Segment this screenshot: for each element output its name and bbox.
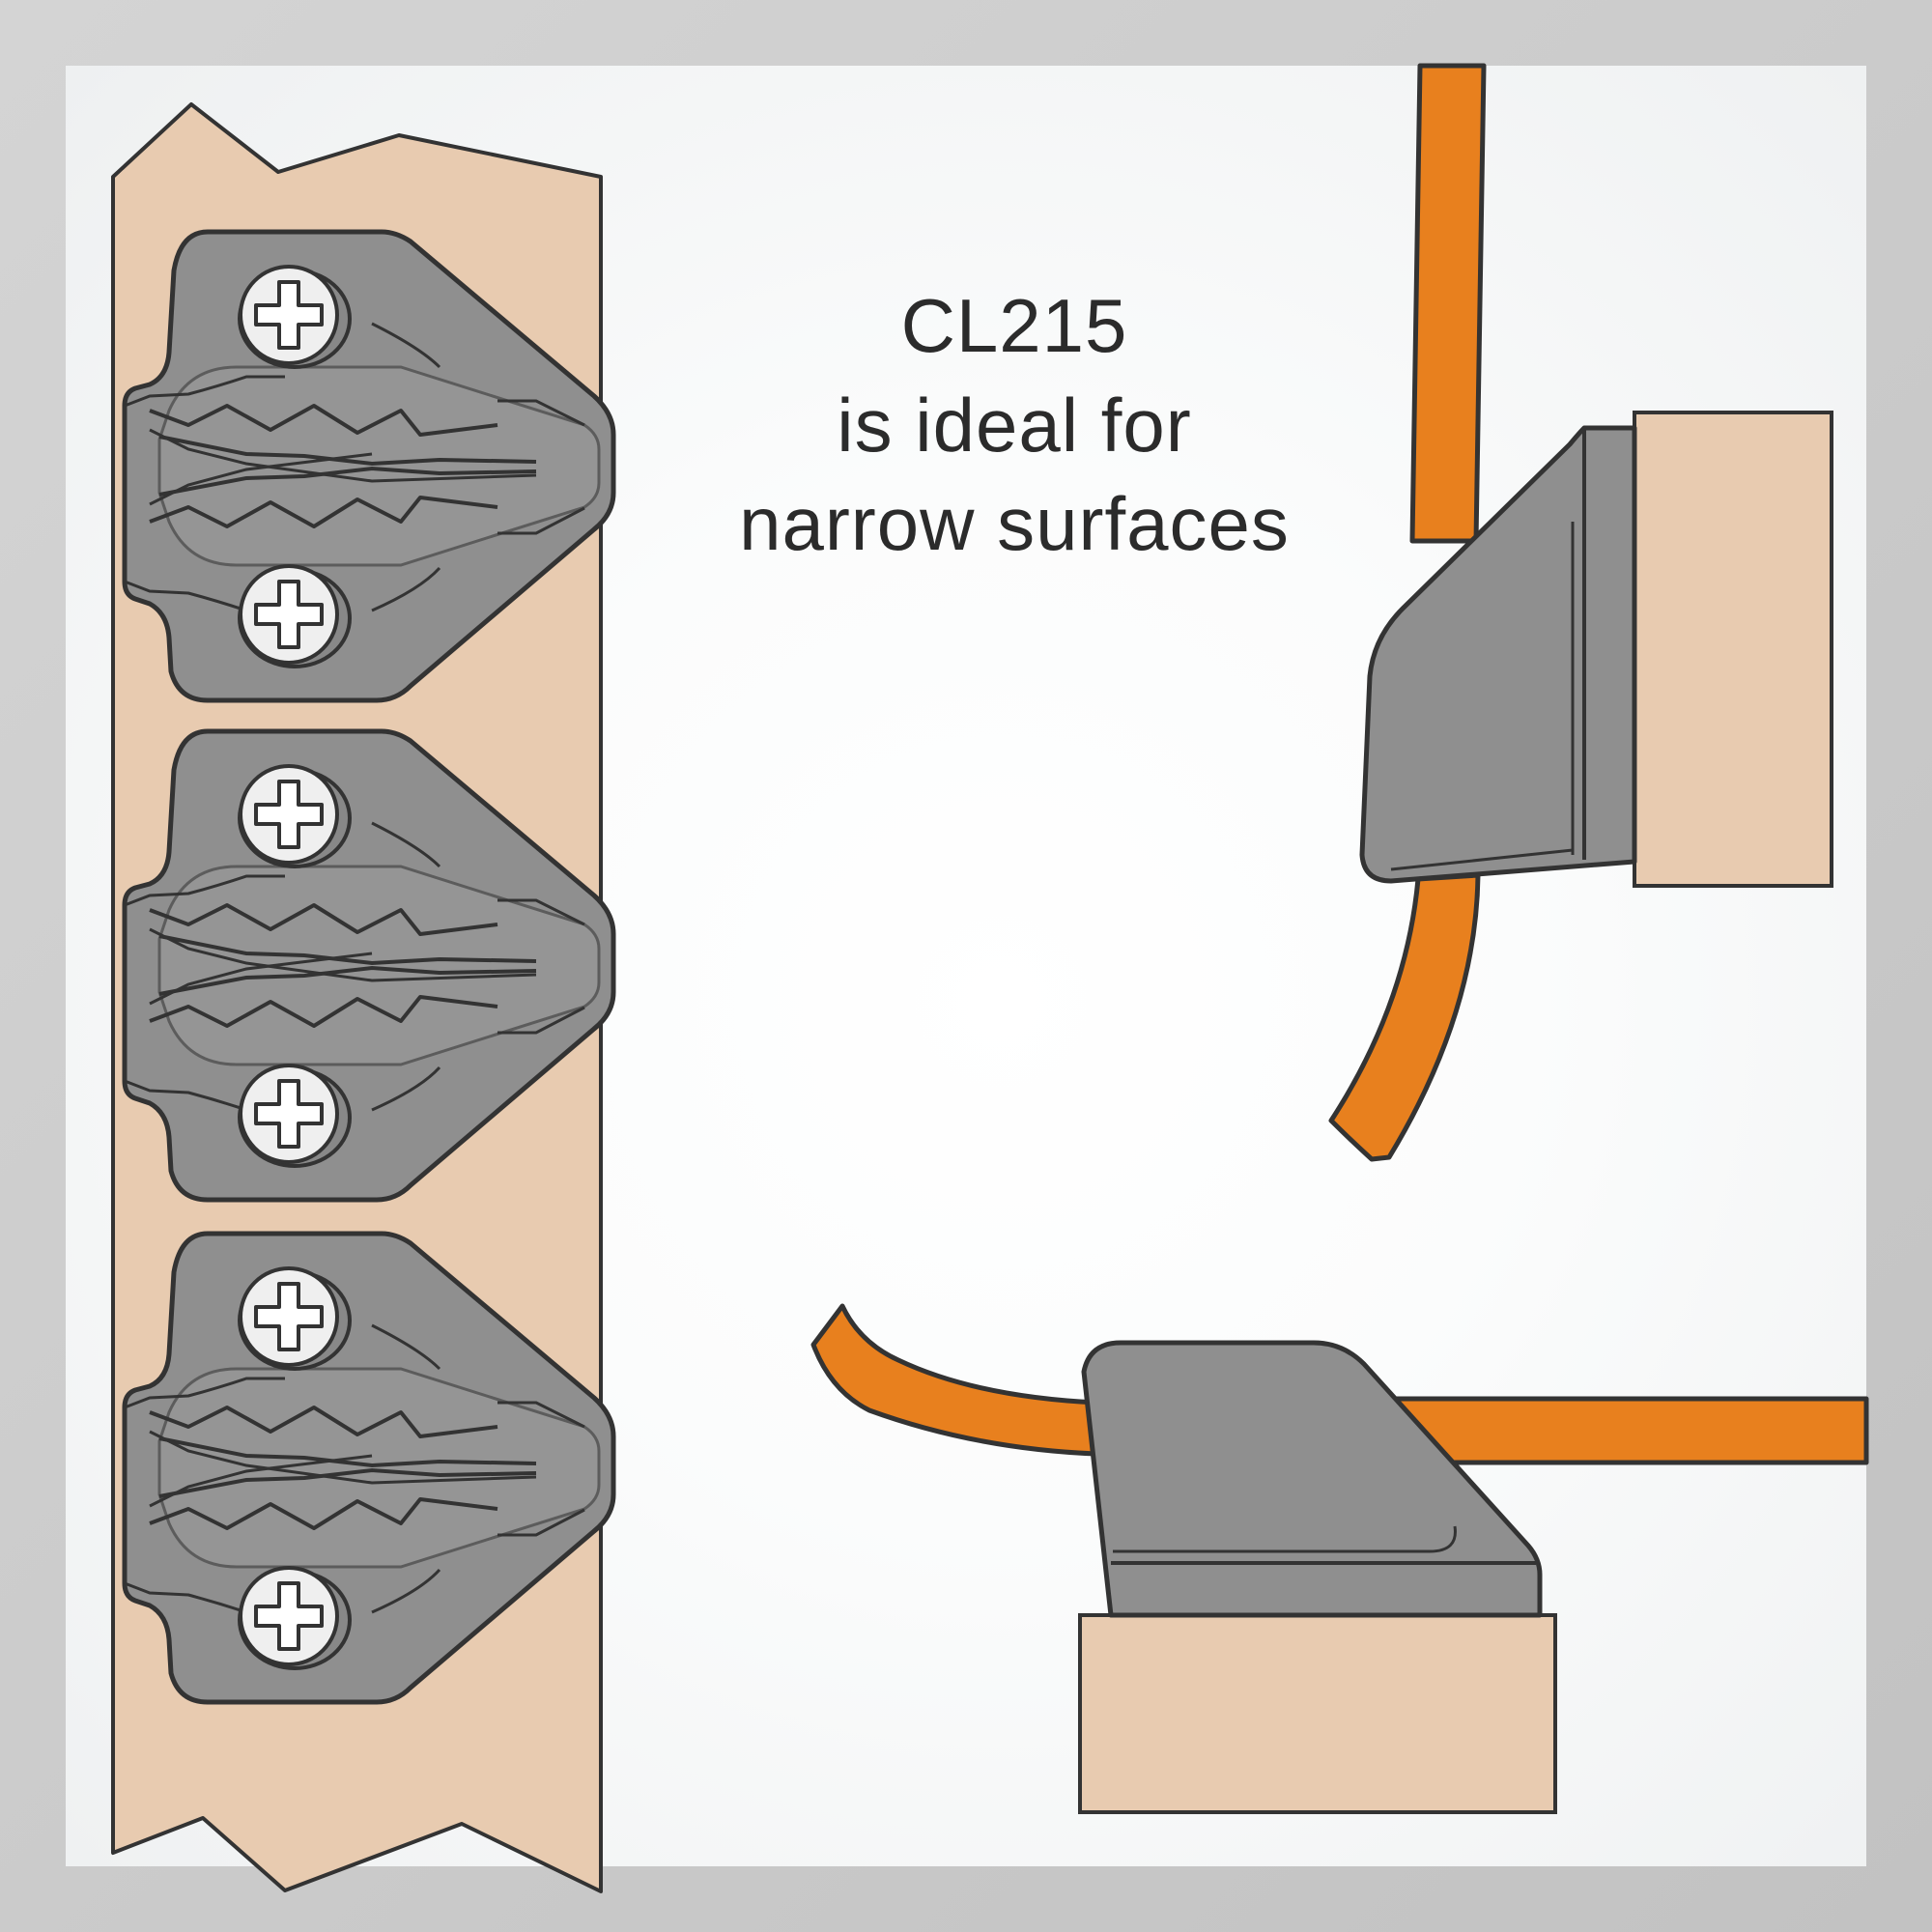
caption-line-3: narrow surfaces	[739, 481, 1290, 566]
rope-icon	[1328, 872, 1481, 1162]
caption-product: CL215	[900, 283, 1128, 368]
wood-block	[1078, 1613, 1557, 1814]
caption-line-2: is ideal for	[837, 383, 1192, 468]
wood-block	[1633, 411, 1833, 888]
rope-icon	[810, 1303, 1099, 1457]
side-view-vertical	[1328, 63, 1833, 1162]
side-view-horizontal	[810, 1303, 1869, 1814]
rope-icon	[1409, 63, 1487, 544]
